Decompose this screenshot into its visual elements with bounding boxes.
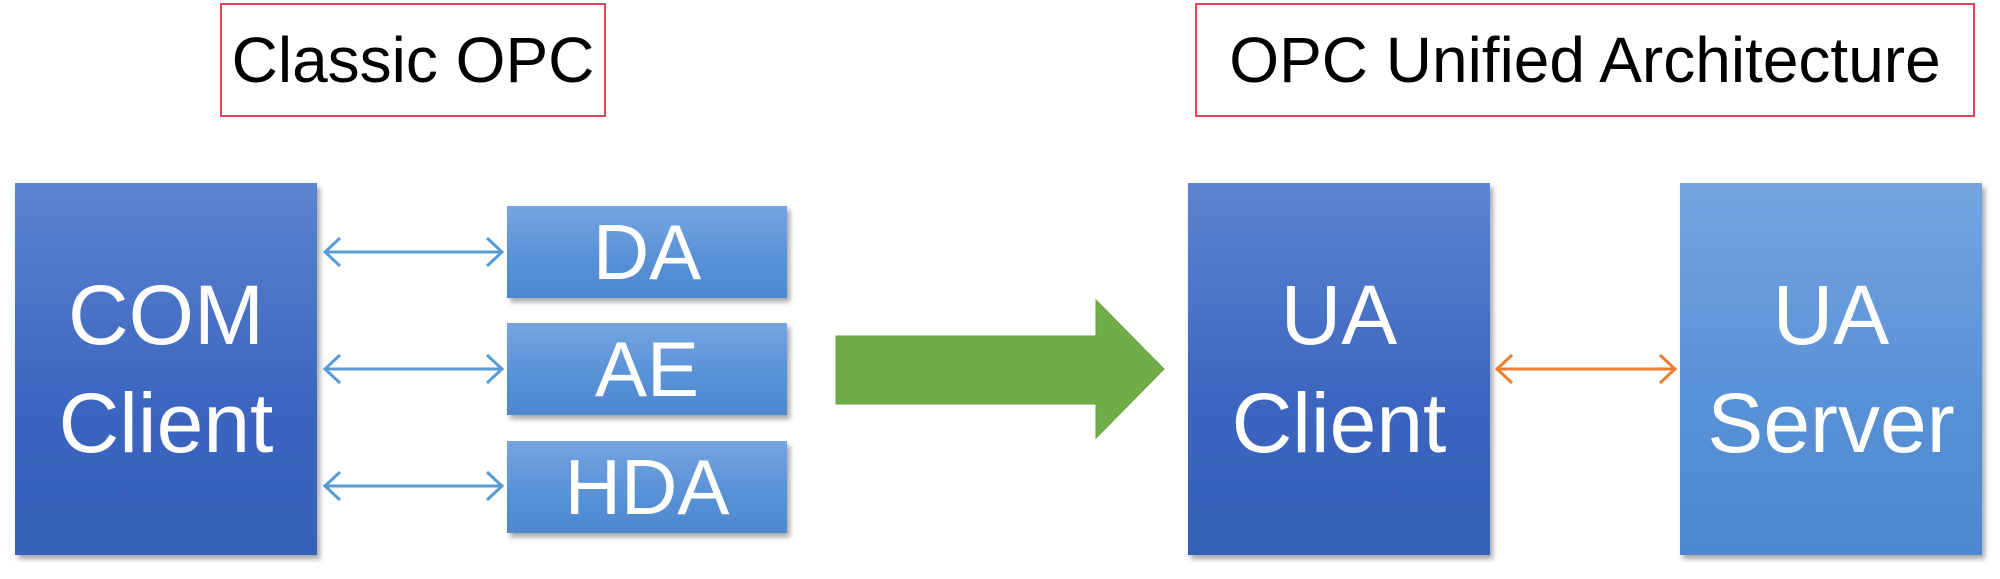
ua-client-label-line2: Client [1231,376,1447,470]
com-client-label-line2: Client [58,376,274,470]
opc-ua-title-text: OPC Unified Architecture [1229,24,1941,96]
com-client-box: COM Client [15,183,317,555]
migration-arrow [835,298,1165,440]
hda-label: HDA [564,443,730,531]
opc-ua-title: OPC Unified Architecture [1195,3,1975,117]
ua-client-label-line1: UA [1280,268,1398,362]
hda-box: HDA [507,441,787,533]
com-da-double-arrow [322,236,505,268]
classic-opc-title-text: Classic OPC [231,24,595,96]
ua-server-box: UA Server [1680,183,1982,555]
ua-server-label-line1: UA [1772,268,1890,362]
ua-client-box: UA Client [1188,183,1490,555]
ae-label: AE [594,325,700,413]
da-box: DA [507,206,787,298]
com-hda-double-arrow [322,470,505,502]
com-client-label-line1: COM [68,268,264,362]
classic-opc-title: Classic OPC [220,3,606,117]
ua-client-server-double-arrow [1494,353,1678,385]
da-label: DA [592,208,702,296]
ae-box: AE [507,323,787,415]
com-ae-double-arrow [322,353,505,385]
ua-server-label-line2: Server [1707,376,1955,470]
